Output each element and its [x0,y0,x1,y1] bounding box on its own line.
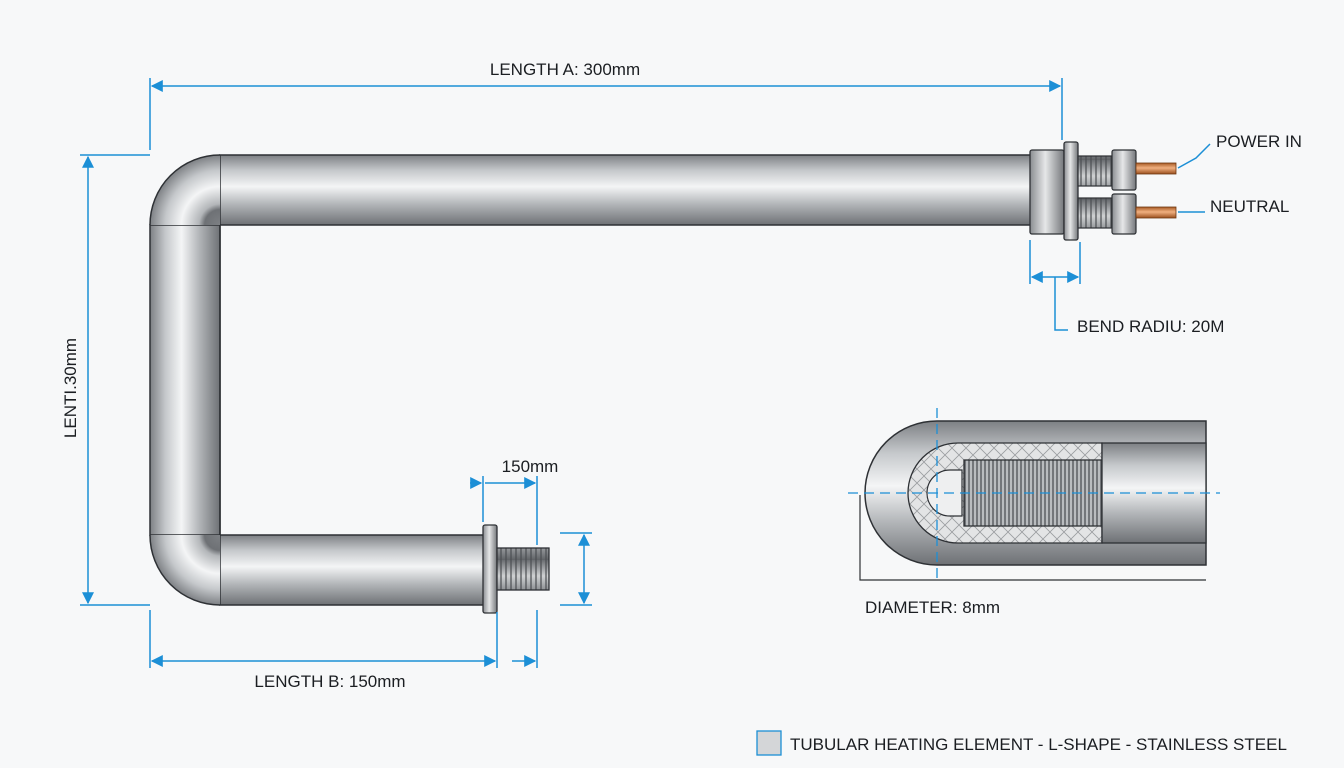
terminal-collar [1029,149,1065,235]
diameter-label: DIAMETER: 8mm [865,598,1000,617]
bottom-thread [496,547,550,591]
legend-swatch [756,730,782,756]
nut-power [1111,149,1137,191]
tube-top-run [219,154,1033,226]
tube-bottom-run [219,534,486,606]
terminal-flange [1063,141,1079,241]
thread-neutral [1077,197,1113,229]
legend-label: TUBULAR HEATING ELEMENT - L-SHAPE - STAI… [790,735,1287,754]
thread-length-label: 150mm [502,457,559,476]
tube-bend-top [150,155,220,225]
terminal-fitting [1029,141,1177,241]
length-b-label: LENGTH B: 150mm [254,672,405,691]
thread-power [1077,155,1113,187]
tube-body [149,154,1033,606]
cross-section-detail [848,408,1220,581]
neutral-label: NEUTRAL [1210,197,1289,216]
tube-vertical-run [149,224,221,536]
bend-radius-label: BEND RADIU: 20M [1077,317,1224,336]
wire-power [1135,162,1177,175]
tube-bend-bottom [150,535,220,605]
bottom-fitting [482,524,550,614]
length-a-label: LENGTH A: 300mm [490,60,640,79]
dimension-lines [80,78,1211,668]
vertical-length-label: LENTI.30mm [61,338,80,438]
power-in-leader [1177,143,1211,169]
bottom-flange [482,524,498,614]
wire-neutral [1135,206,1177,219]
nut-neutral [1111,193,1137,235]
power-in-label: POWER IN [1216,132,1302,151]
